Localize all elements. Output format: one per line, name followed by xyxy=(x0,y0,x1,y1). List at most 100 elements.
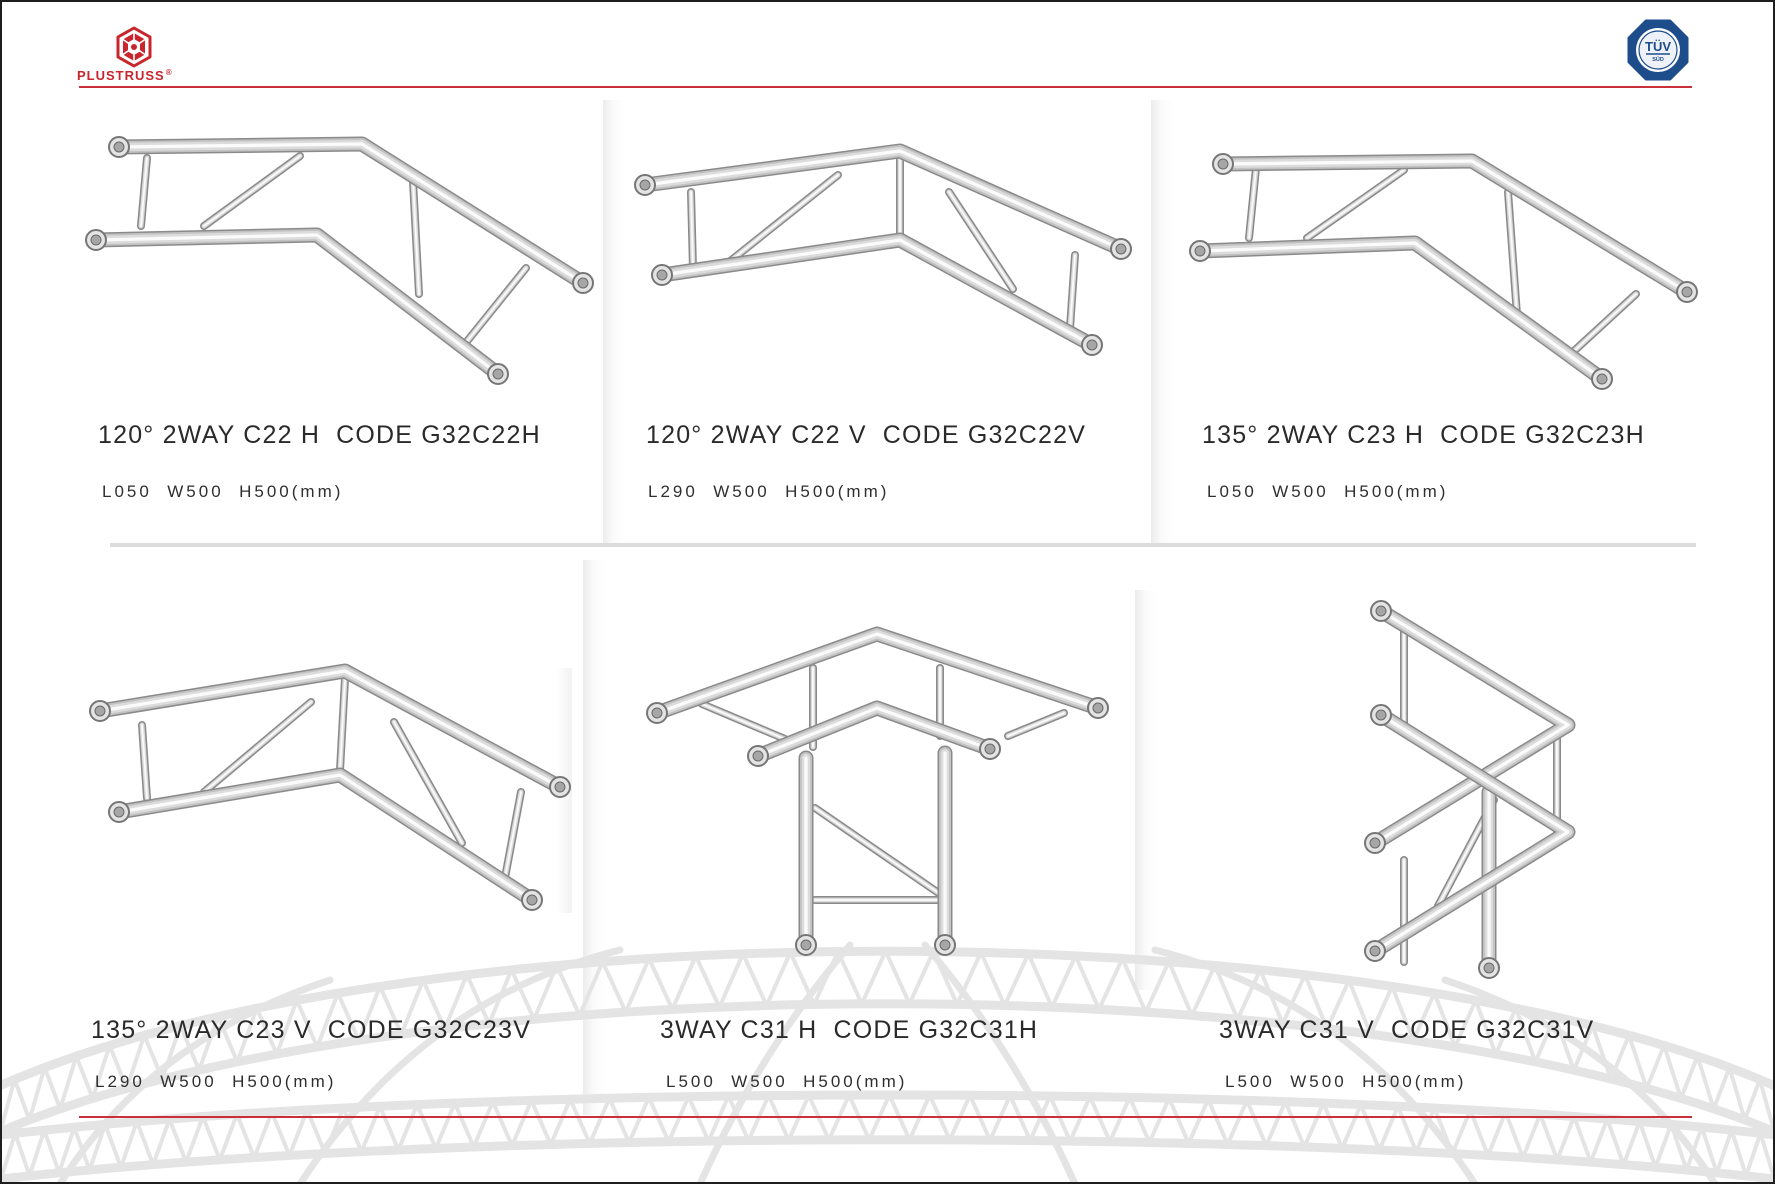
product-dimensions: L050 W500 H500(mm) xyxy=(102,482,344,501)
watermark-brace xyxy=(12,1077,32,1122)
product-panel-g32c31v xyxy=(1135,590,1585,990)
watermark-brace xyxy=(1729,1128,1749,1178)
watermark-brace xyxy=(118,1119,139,1170)
watermark-brace xyxy=(509,967,537,1022)
watermark-brace xyxy=(415,1102,438,1151)
watermark-brace xyxy=(1432,1106,1455,1156)
watermark-brace xyxy=(217,1112,239,1162)
footer-rule xyxy=(79,1116,1692,1118)
watermark-brace xyxy=(532,963,559,1022)
watermark-brace xyxy=(1669,1122,1689,1173)
watermark-brace xyxy=(1520,1112,1543,1160)
watermark-brace xyxy=(510,1098,534,1148)
watermark-brace xyxy=(58,1054,79,1111)
brand-logo: PLUSTRUSS® xyxy=(74,26,204,86)
product-code: CODE G32C22H xyxy=(336,421,541,449)
watermark-brace xyxy=(1637,1119,1658,1170)
row-divider xyxy=(110,543,1696,547)
watermark-brace xyxy=(1714,1128,1734,1175)
product-code: CODE G32C31H xyxy=(833,1016,1039,1044)
watermark-brace xyxy=(1414,1106,1437,1154)
product-dimensions: L290 W500 H500(mm) xyxy=(648,482,890,501)
watermark-brace xyxy=(1186,1097,1211,1146)
watermark-brace xyxy=(1644,1043,1667,1091)
product-title: 120° 2WAY C22 H CODE G32C22H xyxy=(98,420,541,450)
product-name: 3WAY C31 H xyxy=(660,1016,818,1044)
product-name: 3WAY C31 V xyxy=(1219,1016,1376,1044)
product-dimensions: L290 W500 H500(mm) xyxy=(95,1072,337,1091)
watermark-brace xyxy=(27,1065,47,1122)
watermark-brace xyxy=(87,1122,108,1173)
watermark-brace xyxy=(1626,1033,1649,1091)
watermark-brace xyxy=(433,1101,457,1151)
watermark-brace xyxy=(1377,1104,1400,1152)
brand-name: PLUSTRUSS® xyxy=(77,68,172,83)
watermark-brace xyxy=(1711,1065,1732,1111)
watermark-brace xyxy=(1283,1099,1307,1149)
watermark-brace xyxy=(269,1110,292,1158)
watermark-brace xyxy=(341,1106,364,1154)
watermark-brace xyxy=(1395,1104,1419,1154)
watermark-brace xyxy=(548,1097,573,1147)
product-panel-g32c23v xyxy=(91,668,572,913)
watermark-brace xyxy=(0,1077,17,1134)
watermark-brace xyxy=(0,1131,18,1182)
header-rule xyxy=(79,86,1692,88)
watermark-member xyxy=(296,946,624,1184)
watermark-member xyxy=(1441,976,1719,1184)
watermark-brace xyxy=(1321,1101,1345,1151)
watermark-brace xyxy=(1555,1114,1577,1162)
watermark-brace xyxy=(1605,1117,1626,1167)
watermark-brace xyxy=(42,1065,63,1111)
watermark-brace xyxy=(42,1128,62,1175)
watermark-brace xyxy=(1167,1096,1191,1146)
product-code: CODE G32C22V xyxy=(882,421,1087,449)
watermark-brace xyxy=(1758,1131,1775,1182)
watermark-brace xyxy=(1744,1131,1763,1178)
watermark-brace xyxy=(377,1104,401,1152)
tuv-sud-badge-icon: TÜV SÜD xyxy=(1627,19,1689,81)
watermark-brace xyxy=(1538,1112,1560,1162)
watermark-brace xyxy=(1757,1077,1775,1134)
watermark-brace xyxy=(1621,1119,1642,1167)
watermark-brace xyxy=(1264,1099,1288,1148)
watermark-brace xyxy=(1608,1033,1631,1082)
watermark-brace xyxy=(323,1106,346,1156)
watermark-brace xyxy=(184,1114,205,1165)
watermark-brace xyxy=(72,1125,92,1173)
product-title: 3WAY C31 H CODE G32C31H xyxy=(660,1015,1038,1045)
watermark-brace xyxy=(1503,1110,1525,1160)
product-code: CODE G32C23H xyxy=(1440,421,1645,449)
watermark-brace xyxy=(1653,1122,1674,1170)
watermark-brace xyxy=(554,963,582,1018)
watermark-brace xyxy=(103,1122,123,1170)
watermark-brace xyxy=(1742,1077,1762,1122)
watermark-brace xyxy=(1225,1098,1249,1147)
watermark-brace xyxy=(200,1114,222,1162)
watermark-brace xyxy=(13,1131,32,1178)
product-dimensions: L500 W500 H500(mm) xyxy=(666,1072,908,1091)
watermark-brace xyxy=(1590,1023,1613,1082)
watermark-brace xyxy=(1206,1097,1230,1147)
product-name: 135° 2WAY C23 H xyxy=(1202,421,1425,449)
watermark-brace xyxy=(471,1099,495,1149)
watermark-brace xyxy=(1147,1096,1172,1145)
registered-mark: ® xyxy=(165,68,172,77)
plustruss-logo-icon xyxy=(116,26,152,68)
watermark-brace xyxy=(359,1104,382,1154)
watermark-brace xyxy=(252,1110,274,1160)
watermark-brace xyxy=(74,1054,95,1101)
watermark-brace xyxy=(1727,1065,1747,1122)
watermark-brace xyxy=(452,1101,476,1149)
watermark-brace xyxy=(1244,1098,1269,1148)
product-name: 120° 2WAY C22 H xyxy=(98,421,321,449)
watermark-brace xyxy=(1678,1054,1700,1101)
watermark-brace xyxy=(1340,1102,1363,1151)
watermark-brace xyxy=(1485,1110,1508,1158)
watermark-chord xyxy=(0,1135,1775,1184)
product-dimensions: L050 W500 H500(mm) xyxy=(1207,482,1449,501)
certification-subtext: SÜD xyxy=(1652,56,1664,63)
watermark-brace xyxy=(1684,1125,1704,1173)
